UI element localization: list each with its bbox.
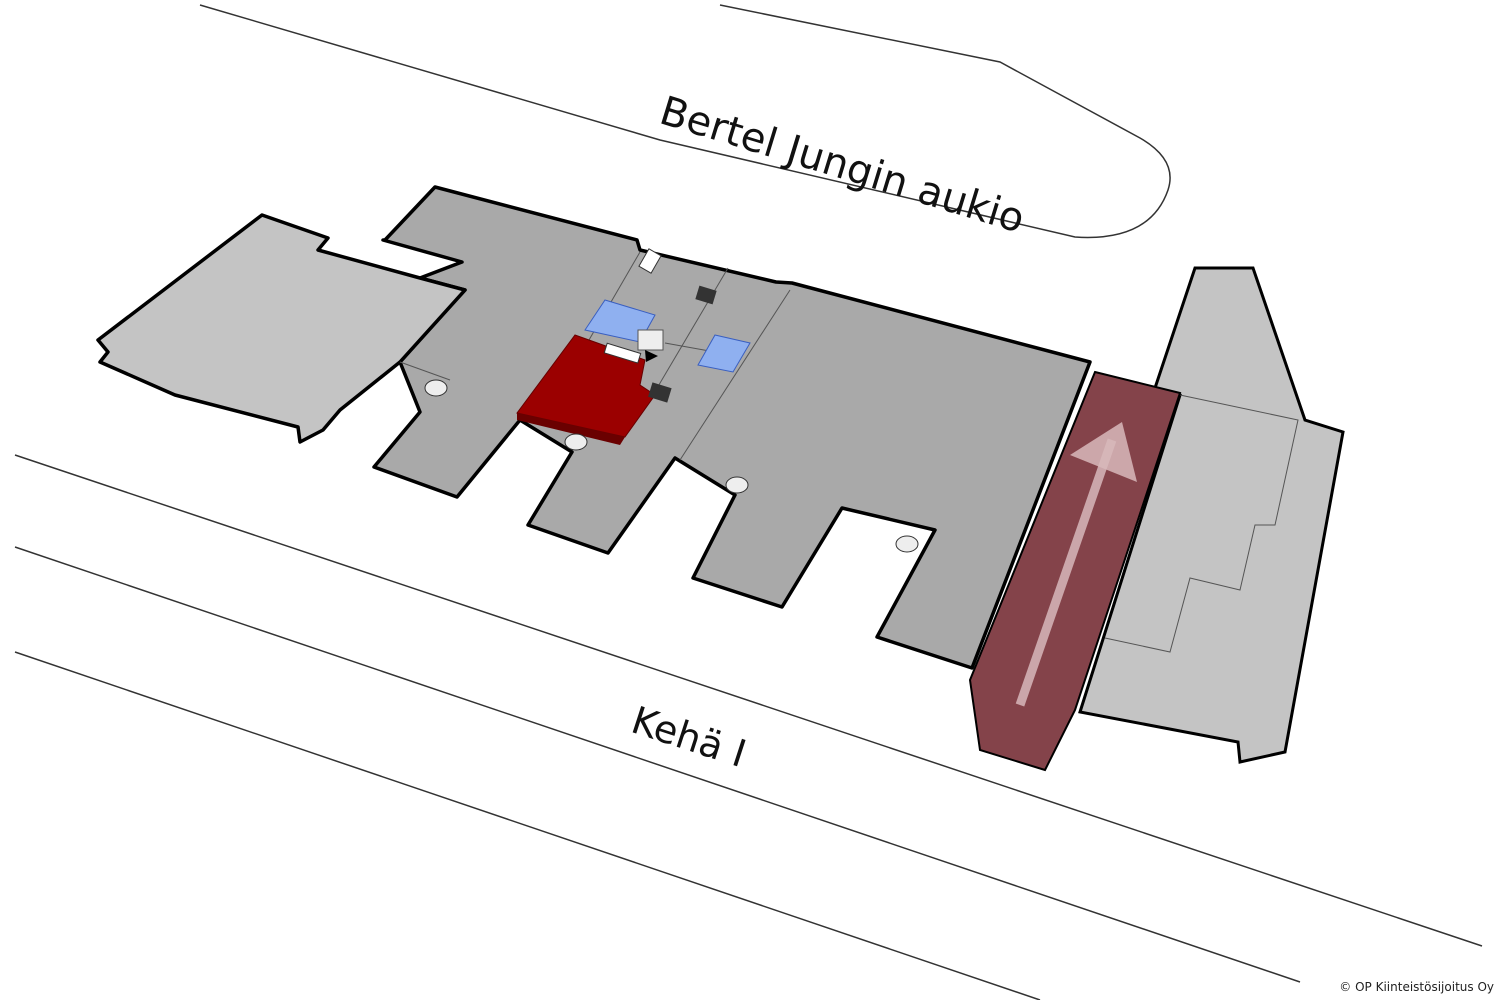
door-icon [603, 342, 642, 364]
square-outline [199, 4, 1171, 239]
entrance-arrow-icon [645, 350, 658, 362]
right-building [1078, 266, 1345, 764]
door-icon [638, 248, 662, 274]
parking-ramp [968, 370, 1182, 772]
copyright-notice: © OP Kiinteistösijoitus Oy [1339, 980, 1494, 994]
column-icons [424, 379, 919, 553]
road-line-1 [14, 454, 1483, 947]
roads [14, 4, 1483, 1000]
main-building [96, 185, 1092, 670]
ramp-direction-arrow-icon [1015, 438, 1117, 707]
road-line-2 [14, 546, 1301, 983]
road-line-3 [14, 651, 1041, 1000]
atrium-glass-2 [697, 334, 751, 373]
stairs-icon [637, 329, 664, 351]
elevator-icon [648, 382, 672, 403]
elevator-icon [695, 285, 717, 305]
